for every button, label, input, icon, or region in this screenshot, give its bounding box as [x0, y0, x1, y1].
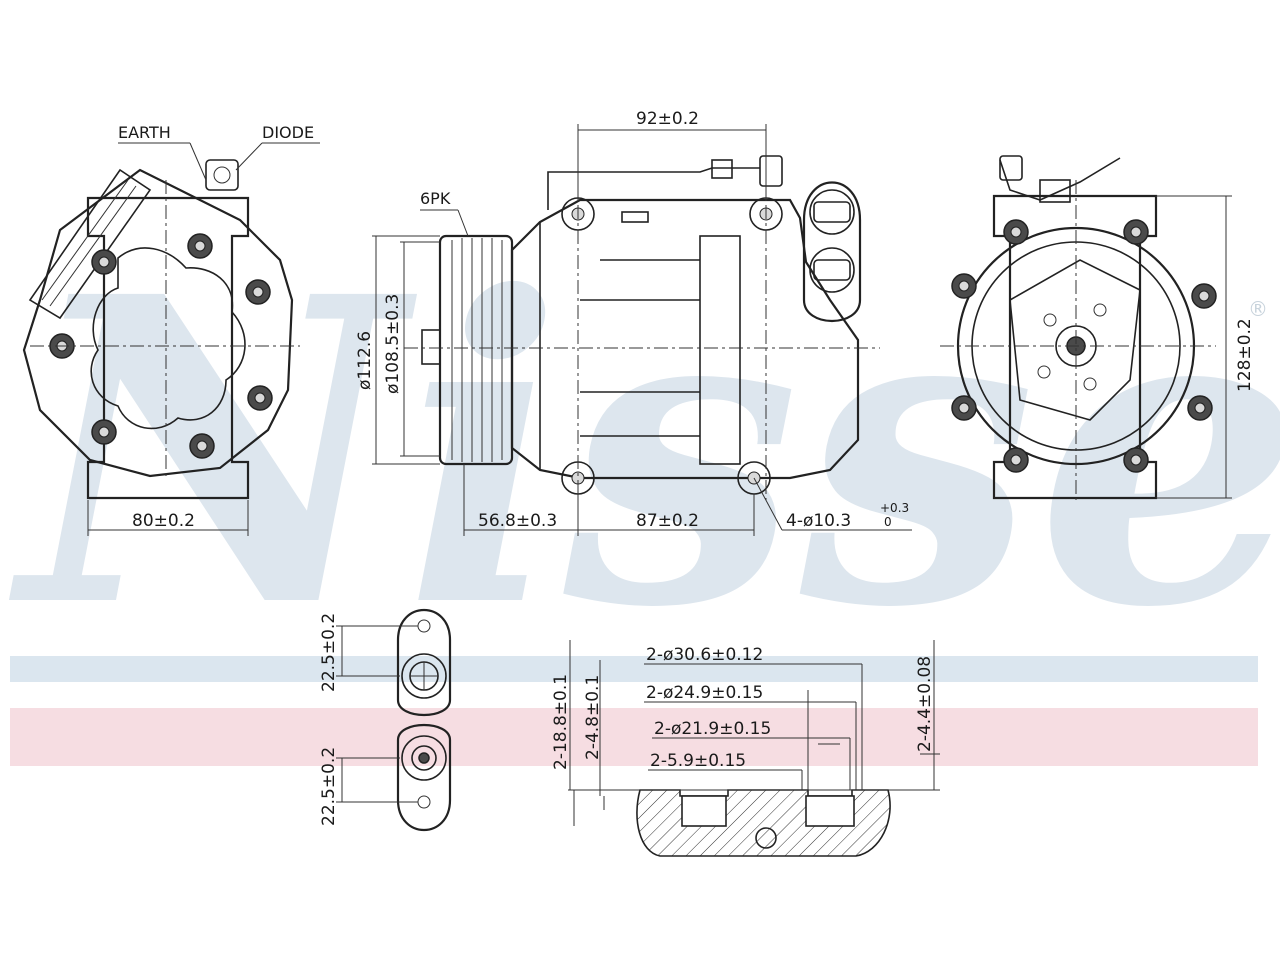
- watermark-registered-mark: ®: [1248, 297, 1268, 321]
- dim-port-spacing-top: 22.5±0.2: [319, 613, 339, 692]
- watermark: Nissens ®: [7, 207, 1280, 766]
- side-view-lead: [547, 167, 760, 210]
- dim-port-lip: 2-4.4±0.08: [915, 656, 935, 752]
- rear-view-plate: [1009, 259, 1141, 421]
- port-section-view: 2-ø30.6±0.12 2-ø24.9±0.15 2-ø21.9±0.15 2…: [551, 640, 940, 857]
- dim-front-width: 80±0.2: [132, 511, 195, 531]
- label-earth: EARTH: [118, 123, 171, 142]
- front-view: EARTH DIODE 80±0.2: [22, 123, 320, 536]
- dim-port-dia-inner: 2-ø21.9±0.15: [654, 719, 771, 739]
- front-view-bolts: [49, 233, 273, 459]
- dim-mount-holes: 4-ø10.3: [786, 511, 851, 531]
- rear-view: 128±0.2: [940, 155, 1255, 500]
- dim-top-length: 92±0.2: [636, 109, 699, 129]
- side-view-hub: [421, 329, 441, 365]
- rear-view-lead: [999, 157, 1121, 201]
- dim-pulley-outer-dia: ø112.6: [355, 331, 375, 390]
- dim-mount-holes-tol-upper: +0.3: [880, 501, 909, 515]
- front-view-connector: [28, 168, 152, 320]
- side-view-ports: [802, 181, 862, 322]
- side-view: 6PK ø112.6 ø108.5±0.3 92±0.2 56.8±0.3 87…: [355, 109, 912, 536]
- label-belt: 6PK: [420, 189, 451, 208]
- dim-mount-spacing: 87±0.2: [636, 511, 699, 531]
- dim-port-depth-step: 2-4.8±0.1: [583, 675, 603, 760]
- front-view-plug: [205, 159, 239, 191]
- side-view-rear-housing: [699, 235, 741, 465]
- dim-port-spacing-bottom: 22.5±0.2: [319, 747, 339, 826]
- port-flange-view: 22.5±0.2 22.5±0.2: [319, 608, 452, 832]
- dim-port-step: 2-5.9±0.15: [650, 751, 746, 771]
- port-flange-top: [396, 608, 452, 717]
- port-flange-bottom: [396, 723, 452, 832]
- dim-pulley-to-mount: 56.8±0.3: [478, 511, 557, 531]
- rear-view-bolts: [951, 219, 1217, 473]
- dim-rear-height: 128±0.2: [1235, 318, 1255, 392]
- watermark-red-band: [10, 708, 1258, 766]
- dim-port-dia-mid: 2-ø24.9±0.15: [646, 683, 763, 703]
- dim-port-depth-total: 2-18.8±0.1: [551, 674, 571, 770]
- watermark-text: Nissens: [7, 207, 1280, 700]
- front-view-housing: [22, 168, 294, 478]
- dim-mount-holes-tol-lower: 0: [884, 515, 892, 529]
- side-view-body: [510, 198, 860, 480]
- dim-pulley-belt-dia: ø108.5±0.3: [383, 294, 403, 394]
- watermark-blue-band: [10, 656, 1258, 682]
- label-diode: DIODE: [262, 123, 314, 142]
- dim-port-dia-outer: 2-ø30.6±0.12: [646, 645, 763, 665]
- front-view-bracket: [86, 196, 250, 500]
- front-view-lobed-cover: [90, 247, 246, 430]
